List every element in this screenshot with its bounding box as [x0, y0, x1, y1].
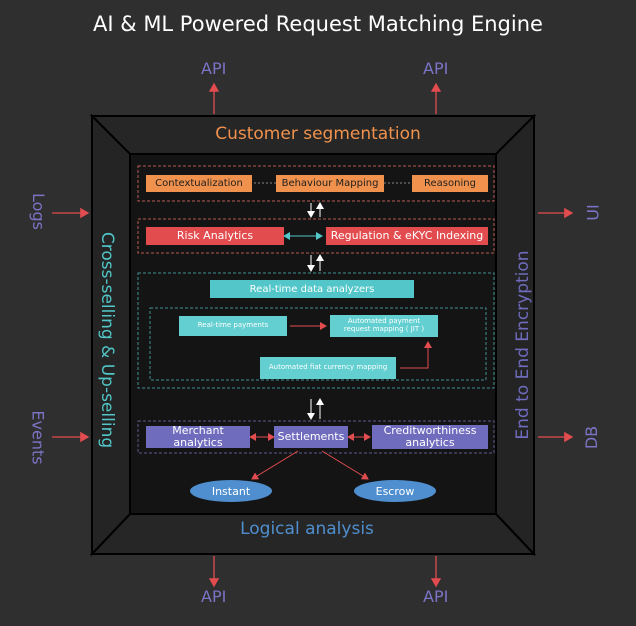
api-label-top-right: API [423, 59, 449, 78]
logs-label: Logs [28, 193, 48, 230]
fiat-currency-mapping-box: Automated fiat currency mapping [260, 357, 396, 379]
settlements-box: Settlements [274, 426, 348, 448]
reasoning-box: Reasoning [412, 175, 488, 192]
logical-analysis-label: Logical analysis [240, 519, 374, 539]
api-label-top-left: API [201, 59, 227, 78]
panel-analyzers-inner [149, 307, 487, 381]
realtime-analyzers-header: Real-time data analyzers [210, 280, 414, 298]
instant-oval: Instant [190, 480, 272, 502]
api-label-bottom-right: API [423, 587, 449, 606]
events-label: Events [28, 410, 48, 465]
escrow-oval: Escrow [354, 480, 436, 502]
behaviour-mapping-box: Behaviour Mapping [276, 175, 384, 192]
db-label: DB [582, 425, 602, 450]
panel-segmentation [137, 165, 495, 202]
realtime-payments-box: Real-time payments [179, 316, 287, 336]
cross-selling-label: Cross-selling & Up-selling [97, 231, 117, 449]
encryption-label: End to End Encryption [513, 250, 533, 440]
merchant-analytics-box: Merchant analytics [146, 424, 250, 449]
api-label-bottom-left: API [201, 587, 227, 606]
customer-segmentation-label: Customer segmentation [215, 124, 421, 144]
automated-payment-mapping-box: Automated payment request mapping ( JIT … [330, 315, 438, 337]
panel-settlements [137, 420, 495, 454]
creditworthiness-box: Creditworthiness analytics [372, 424, 488, 449]
regulation-ekyc-box: Regulation & eKYC Indexing [326, 227, 488, 245]
ui-label: UI [583, 204, 603, 221]
risk-analytics-box: Risk Analytics [146, 227, 284, 245]
internal-arrows [249, 182, 432, 480]
external-arrows [52, 82, 574, 588]
panel-risk [137, 218, 495, 254]
contextualization-box: Contextualization [146, 175, 252, 192]
panel-analyzers [137, 272, 495, 389]
page-title: AI & ML Powered Request Matching Engine [93, 12, 543, 36]
